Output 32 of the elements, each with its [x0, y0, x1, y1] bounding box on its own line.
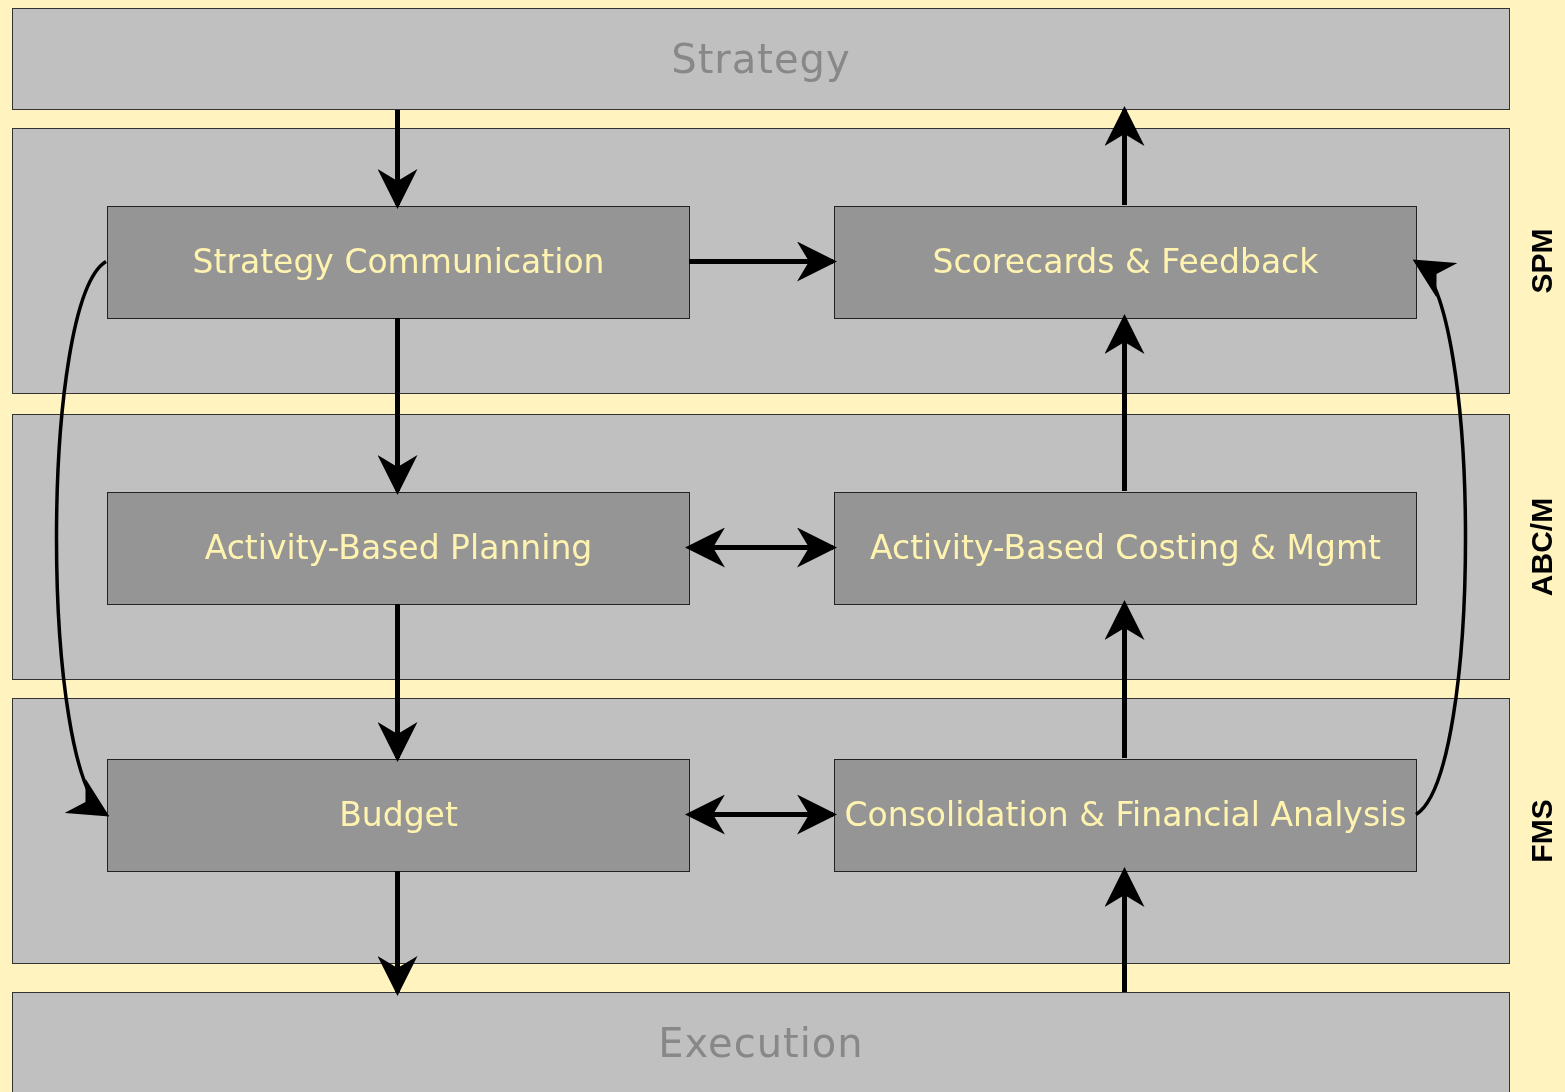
layer-label: FMS — [1525, 799, 1559, 863]
layer-band — [12, 992, 1510, 1092]
box-label: Budget — [338, 794, 459, 837]
box-label: Strategy Communication — [191, 241, 606, 284]
process-box — [834, 759, 1417, 872]
process-box — [834, 492, 1417, 605]
arrow — [1104, 600, 1145, 758]
arrow — [54, 260, 109, 818]
arrow — [377, 871, 418, 996]
arrow — [1104, 314, 1145, 491]
process-box — [107, 492, 690, 605]
box-label: Activity-Based Costing & Mgmt — [869, 527, 1382, 570]
box-label: Scorecards & Feedback — [931, 241, 1320, 284]
arrow — [1413, 258, 1468, 816]
layer-label: ABC/M — [1525, 497, 1559, 597]
arrow — [685, 794, 837, 835]
arrow — [685, 527, 837, 568]
layer-band — [12, 8, 1510, 110]
layer-label: SPM — [1525, 228, 1559, 294]
box-label: Activity-Based Planning — [203, 527, 594, 570]
process-box — [107, 759, 690, 872]
box-label: Consolidation & Financial Analysis — [843, 794, 1408, 837]
arrow — [377, 318, 418, 495]
process-box — [107, 206, 690, 319]
arrow — [377, 604, 418, 762]
arrow — [689, 241, 837, 282]
arrow — [1104, 867, 1145, 992]
band-title: Strategy — [671, 36, 851, 82]
arrow — [1104, 106, 1145, 205]
arrow — [377, 110, 418, 209]
process-box — [834, 206, 1417, 319]
band-title: Execution — [658, 1020, 864, 1066]
